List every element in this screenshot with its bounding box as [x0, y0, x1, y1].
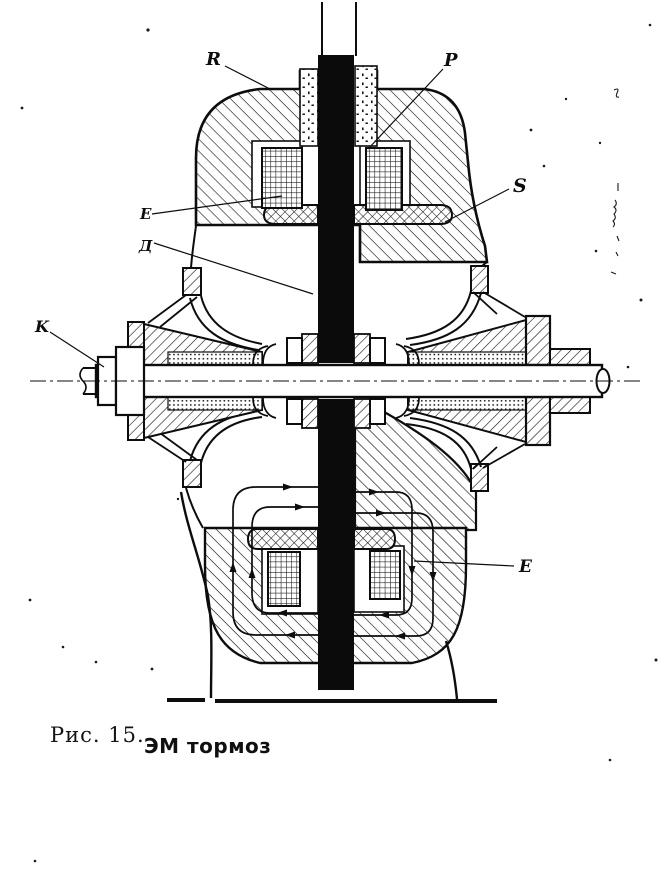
disc-sleeve-left: [299, 68, 319, 147]
label-E-upper: E: [139, 205, 152, 223]
figure-caption: Рис. 15. ЭМ тормоз: [50, 723, 271, 758]
label-R: R: [205, 49, 221, 70]
disc-sleeve-right: [354, 65, 378, 147]
bearing-upper-left: [167, 351, 263, 366]
leader-E-lower: [413, 560, 515, 567]
leader-S: [444, 188, 510, 223]
brake-disc-lower: [318, 399, 354, 690]
lower-right-coil: [369, 550, 401, 600]
carrier-block-lower-left: [182, 459, 202, 488]
bearing-lower-right: [407, 396, 527, 411]
disc-clamp: [252, 333, 420, 429]
label-S: S: [513, 175, 527, 197]
flux-loop-left-inner: [251, 506, 346, 614]
leader-K: [49, 331, 105, 368]
upper-right-coil: [365, 147, 403, 211]
figure-title: ЭМ тормоз: [144, 734, 271, 758]
scan-noise: [20, 23, 658, 863]
shaft-break-line: [79, 367, 87, 395]
lower-right-friction-strip: [353, 528, 397, 550]
hub-flange-upper-right: [524, 314, 552, 367]
hub-step-upper-right: [549, 348, 591, 366]
brake-disc: [318, 2, 357, 690]
bearing-lower-left: [167, 396, 263, 411]
figure-number: Рис. 15.: [50, 723, 145, 747]
leader-E-upper: [151, 195, 283, 215]
carrier-block-upper-left: [182, 267, 202, 296]
hub-step-lower-right: [549, 396, 591, 414]
upper-left-coil: [261, 147, 303, 209]
leader-lines: [49, 65, 515, 567]
label-P: P: [443, 50, 458, 71]
stand: [167, 491, 497, 703]
flux-arrows: [229, 483, 437, 640]
flux-loop-left-outer: [232, 486, 346, 636]
leader-R: [224, 65, 271, 90]
disc-carrier-upper: [147, 225, 526, 351]
stand-leg-left: [179, 491, 213, 699]
lower-left-friction-strip: [246, 528, 319, 550]
leader-P: [367, 68, 444, 150]
flux-loop-right-inner: [346, 491, 413, 616]
disc-carrier-lower: [147, 410, 526, 529]
stand-leg-right: [444, 640, 459, 700]
bearing-upper-right: [407, 351, 527, 366]
label-D: Д: [138, 237, 153, 255]
carrier-block-upper-right: [470, 265, 489, 294]
leader-D: [153, 242, 314, 295]
label-K: K: [34, 317, 50, 336]
hub-flange-lower-right: [524, 395, 552, 447]
label-E-lower: E: [518, 557, 533, 577]
part-labels: R P S E Д K E: [34, 49, 533, 577]
hub-bell-curves: [252, 343, 420, 419]
lower-left-coil: [267, 551, 301, 607]
brake-disc-upper: [318, 55, 354, 363]
